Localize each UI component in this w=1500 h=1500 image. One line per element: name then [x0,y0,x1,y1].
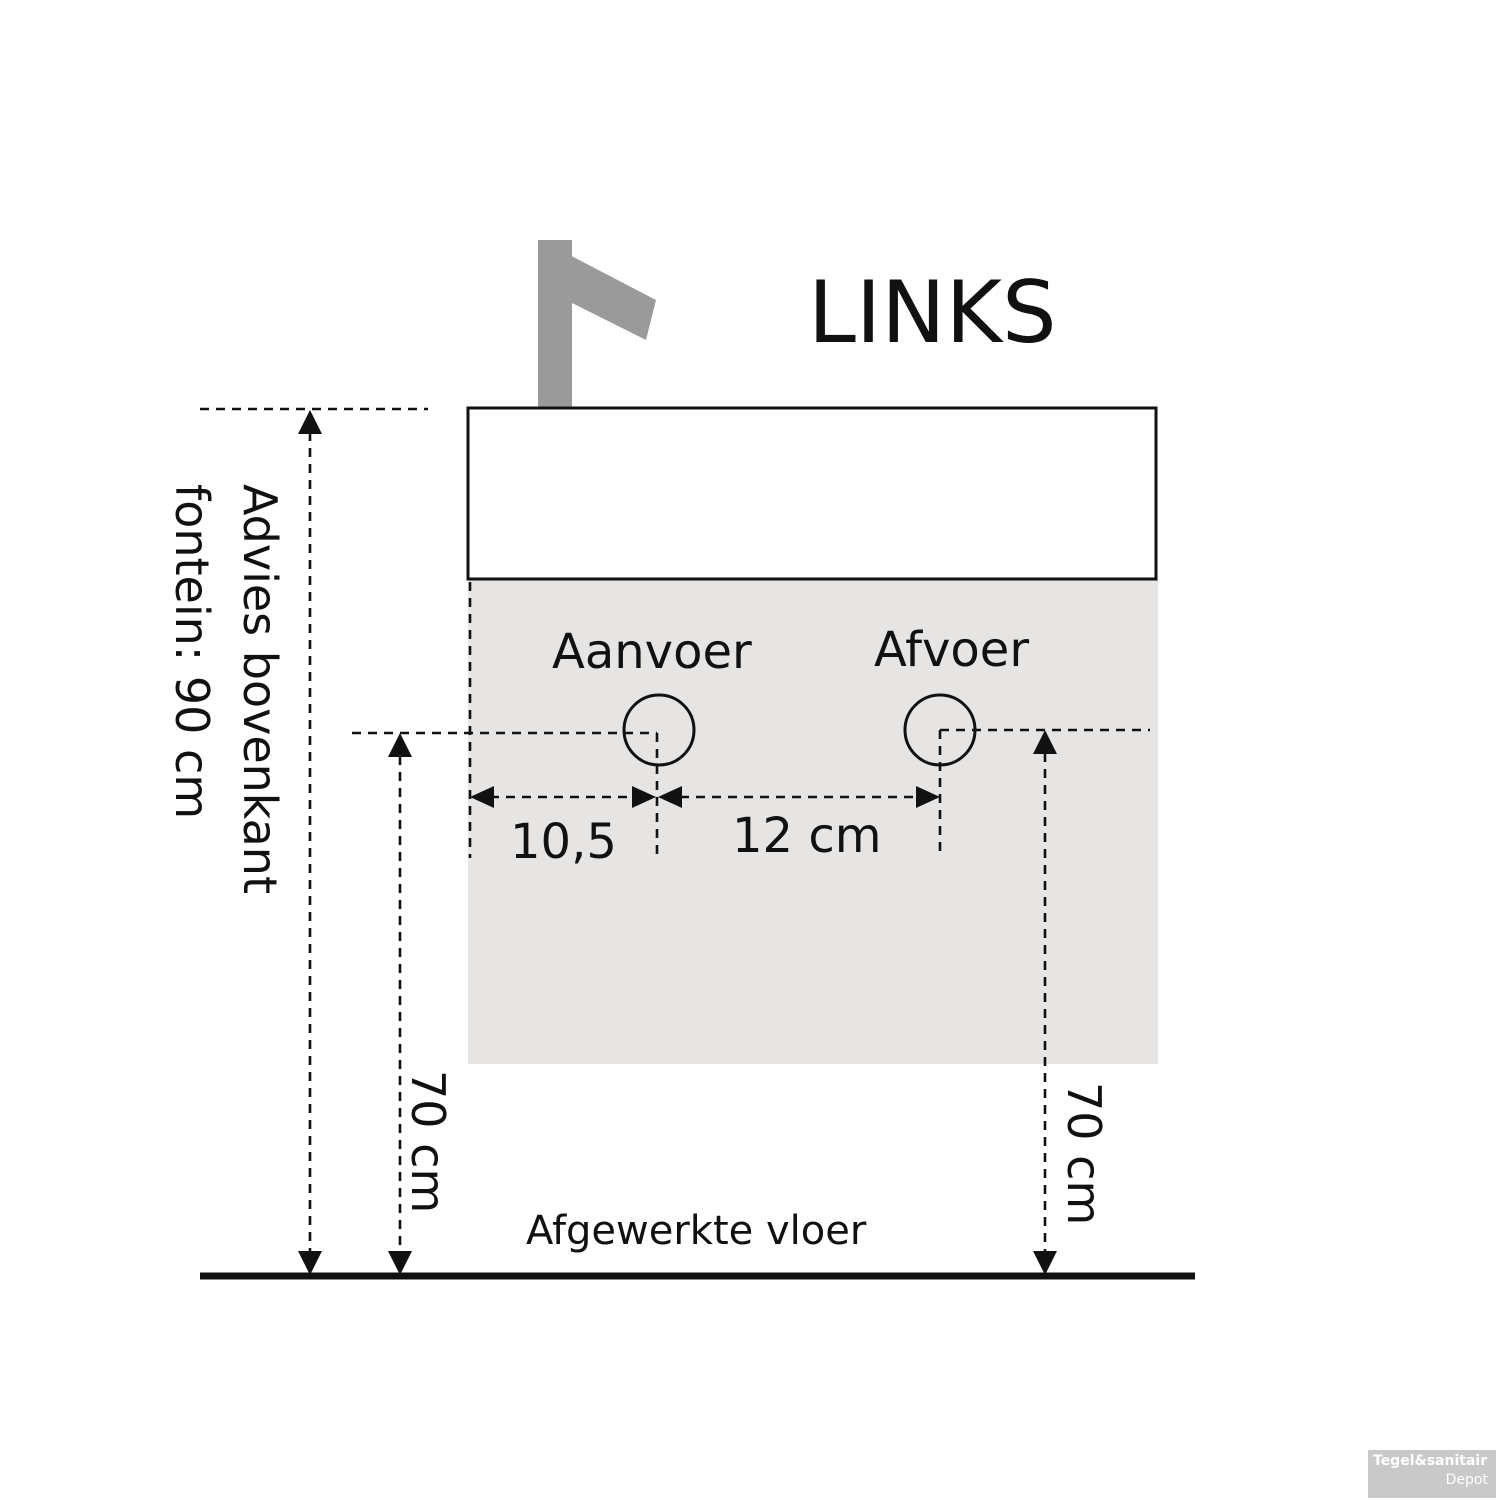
advice-height-label-line2: fontein: 90 cm [165,484,219,819]
arrow-right-between [916,786,940,808]
arrow-right-offset [632,786,656,808]
floor-label: Afgewerkte vloer [526,1208,867,1254]
drain-height-label: 70 cm [1057,1082,1111,1225]
diagram-title: LINKS [808,263,1057,363]
arrow-down-advice [298,1251,322,1275]
advice-height-label-line1: Advies bovenkant [233,484,287,894]
washbasin [466,406,1158,581]
arrow-down-supply [388,1251,412,1275]
logo-text-bottom: Depot [1445,1472,1488,1488]
arrow-up-drain [1033,730,1057,754]
supply-label: Aanvoer [552,624,752,680]
drain-label: Afvoer [874,622,1029,678]
logo-text-top: Tegel&sanitair [1373,1453,1488,1469]
between-label: 12 cm [732,808,881,864]
supply-height-label: 70 cm [401,1070,455,1213]
brand-logo: Tegel&sanitair Depot [1368,1450,1496,1498]
cabinet-area [468,578,1158,1064]
arrow-up-supply [388,733,412,757]
arrow-up-advice [298,410,322,434]
supply-pipe-icon [622,693,696,767]
arrow-left-offset [470,786,494,808]
offset-label: 10,5 [510,814,617,870]
faucet-icon [538,240,656,410]
arrow-down-drain [1033,1251,1057,1275]
arrow-left-between [658,786,682,808]
